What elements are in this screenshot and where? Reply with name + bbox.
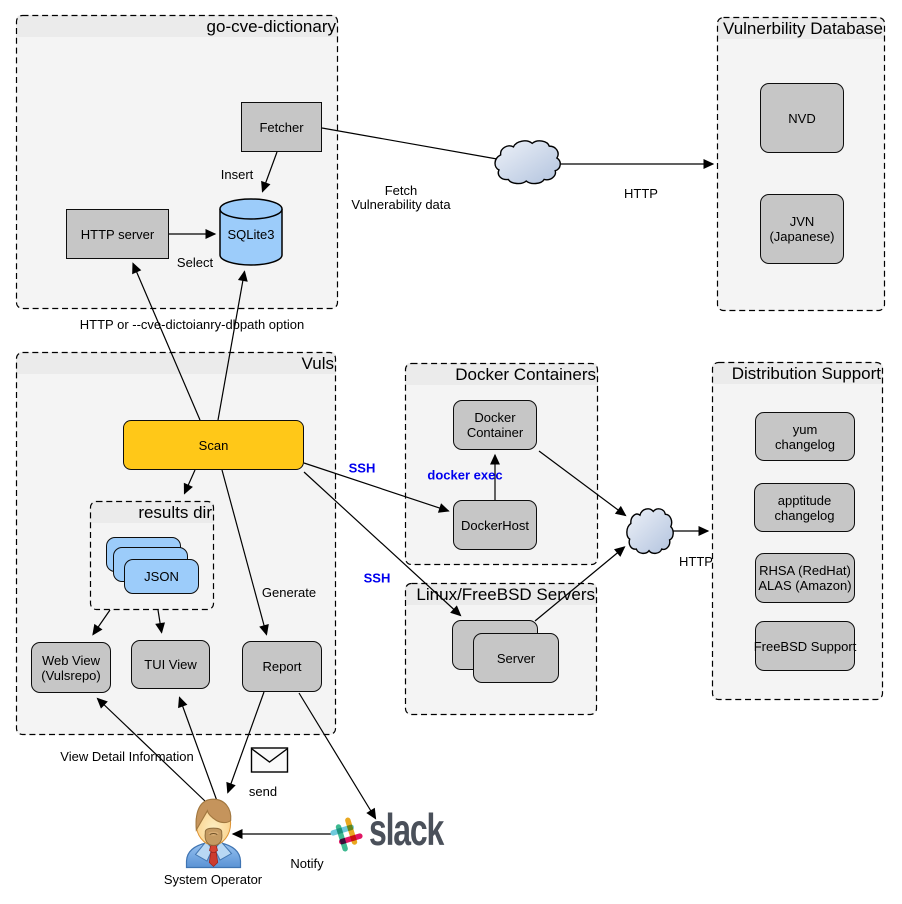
svg-text:slack: slack bbox=[369, 806, 445, 855]
